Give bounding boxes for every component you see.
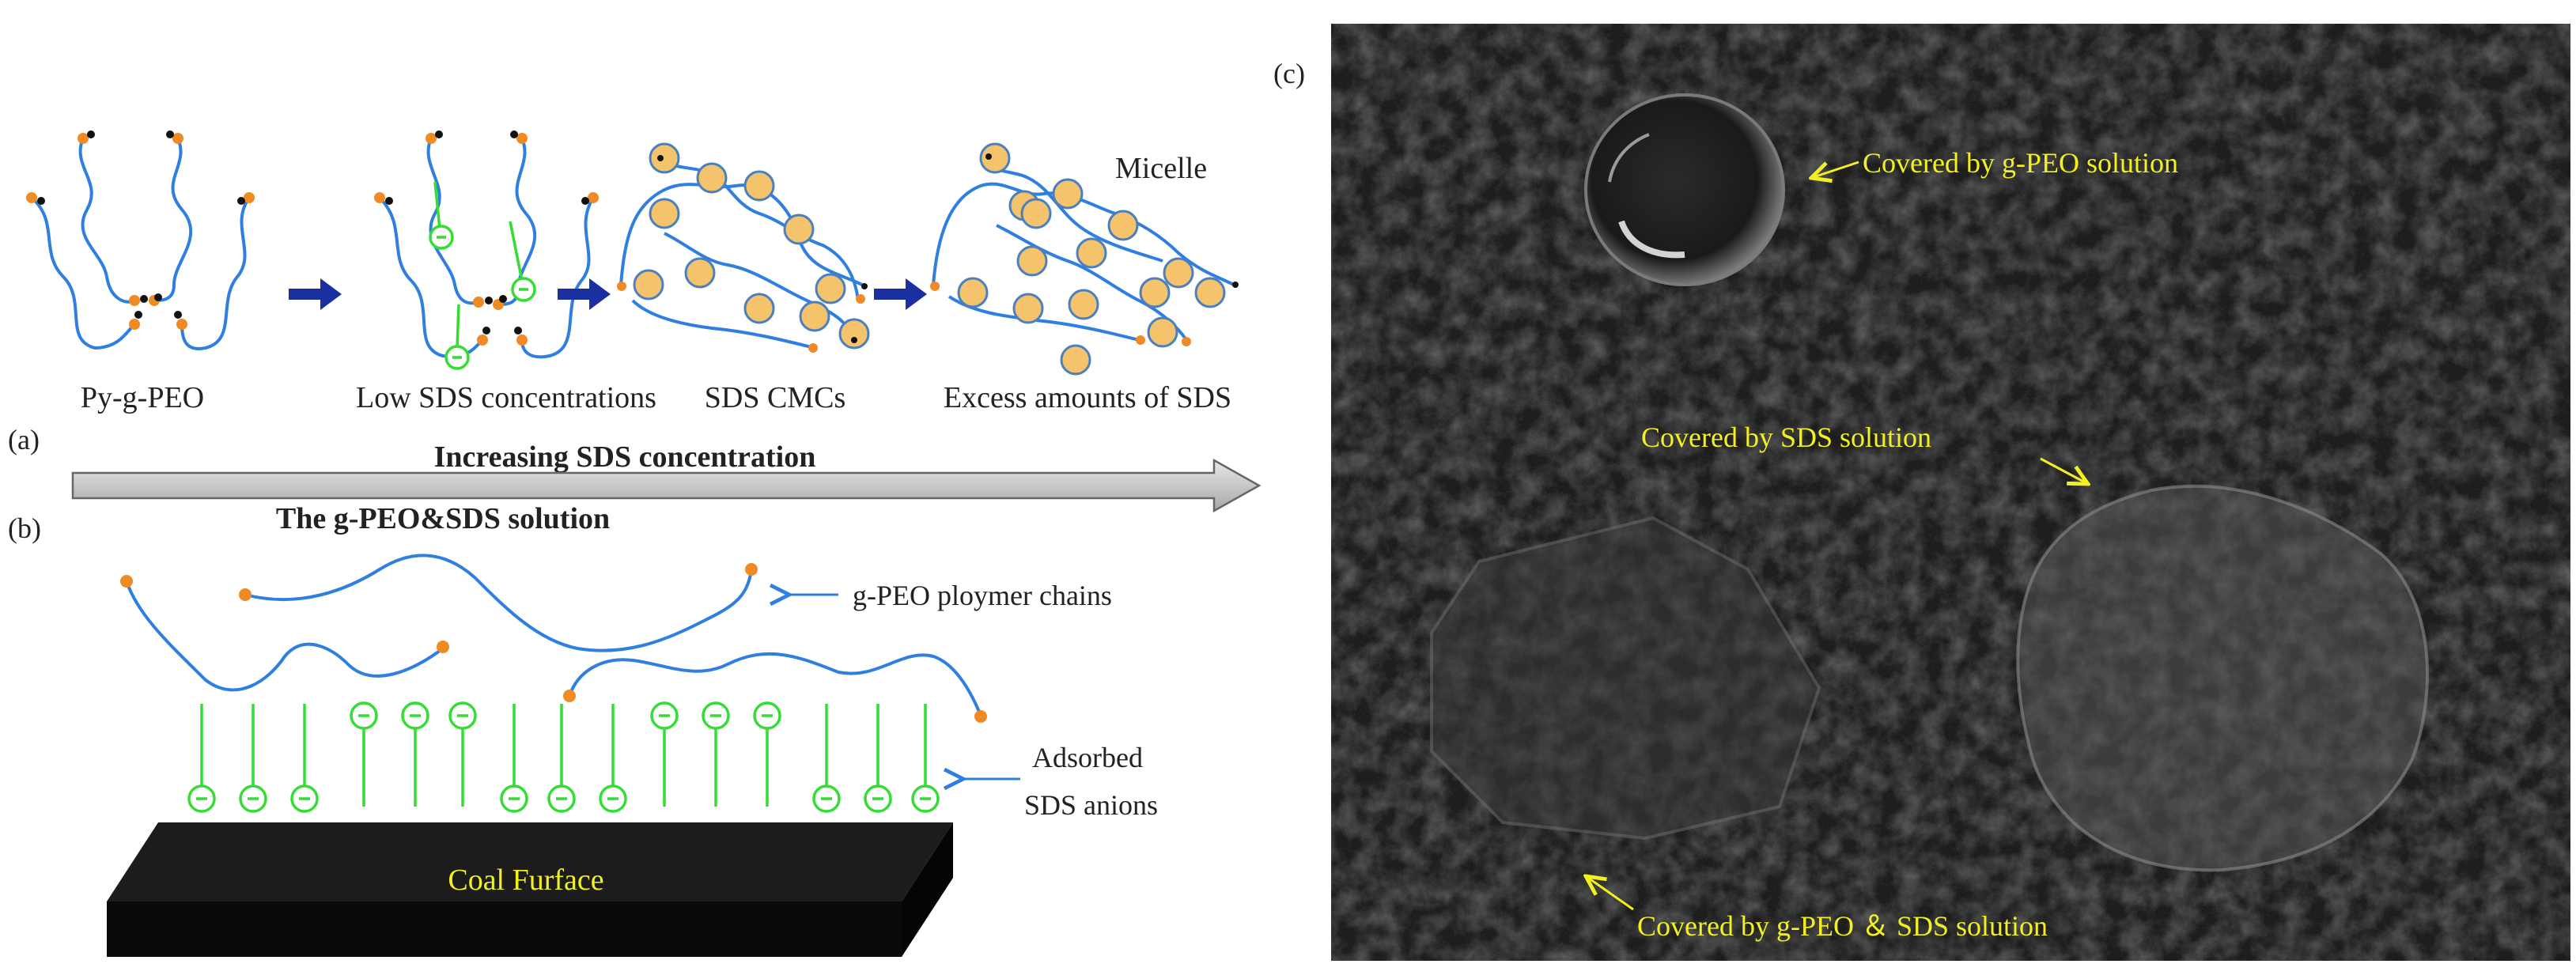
solution-label: The g-PEO&SDS solution — [276, 502, 610, 535]
stage-excess-sds-illustration — [930, 142, 1239, 376]
stage-py-g-peo-illustration — [30, 138, 251, 350]
stage-low-sds-illustration — [378, 138, 595, 359]
polymer-chain — [180, 196, 251, 350]
panel-c: (c) Covered by g-PEO solution Covered by… — [1273, 24, 2570, 961]
stage-low-sds-heads — [374, 130, 599, 346]
stage-label-sds-cmcs: SDS CMCs — [705, 381, 845, 414]
stage-label-low-sds: Low SDS concentrations — [356, 381, 656, 414]
stage-label-py-g-peo: Py-g-PEO — [81, 381, 204, 414]
stage-label-excess-sds: Excess amounts of SDS — [944, 381, 1231, 414]
anion-label-line2: SDS anions — [1024, 789, 1158, 821]
polymer-chain — [78, 138, 135, 304]
panel-b: (b) The g-PEO&SDS solution — [8, 502, 1158, 957]
stage-arrow — [874, 278, 927, 310]
stage-low-sds-surfactants — [429, 181, 536, 370]
polymer-chain — [153, 138, 193, 302]
adsorbed-surfactants — [187, 701, 940, 813]
anion-label-line1: Adsorbed — [1032, 742, 1143, 773]
stage-cmc-illustration — [617, 142, 870, 353]
coal-photo — [1331, 24, 2570, 961]
polymer-chains — [125, 554, 982, 716]
coal-surface-label: Coal Furface — [448, 864, 603, 897]
panel-label-b: (b) — [8, 512, 41, 544]
polymer-chain-ends — [120, 563, 987, 723]
annotation-sds: Covered by SDS solution — [1641, 421, 1931, 453]
stage-arrow — [558, 278, 611, 310]
annotation-peo: Covered by g-PEO solution — [1863, 147, 2178, 179]
peo-sds-covered-region — [1430, 516, 1821, 841]
coal-surface-slab — [107, 822, 953, 957]
micelle-label: Micelle — [1115, 152, 1207, 185]
sds-covered-region — [2018, 486, 2428, 871]
trend-label: Increasing SDS concentration — [434, 440, 816, 474]
panel-a: Py-g-PEO Low SDS concentrations — [8, 130, 1262, 513]
annotation-arrow-peo — [1811, 161, 1859, 178]
stage-arrow — [289, 278, 342, 310]
panel-label-a: (a) — [8, 424, 40, 455]
polymer-chain — [30, 196, 136, 350]
trend-arrow — [71, 458, 1262, 513]
panel-label-c: (c) — [1273, 58, 1305, 89]
annotation-peo-sds: Covered by g-PEO ＆ SDS solution — [1637, 910, 2048, 942]
stage-py-g-peo-heads — [26, 130, 255, 330]
chain-label: g-PEO ploymer chains — [853, 580, 1112, 611]
water-droplet — [1584, 93, 1785, 286]
annotation-arrow-peo-sds — [1586, 876, 1634, 911]
annotation-arrow-sds — [2040, 457, 2088, 484]
